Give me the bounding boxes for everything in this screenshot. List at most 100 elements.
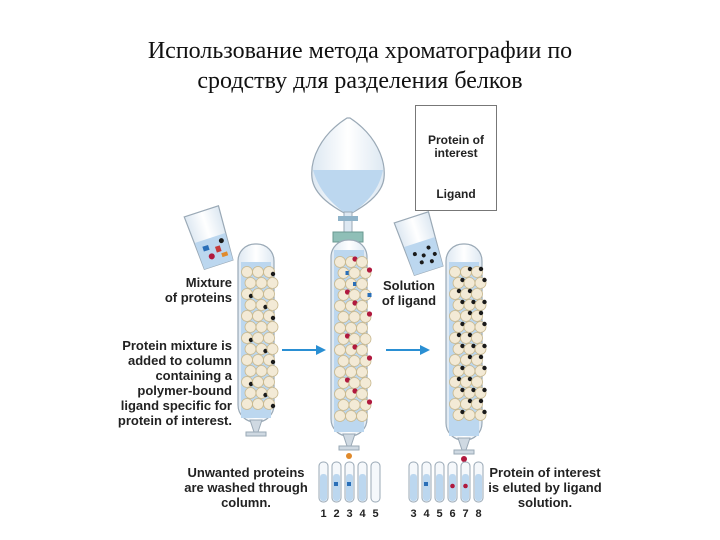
tube-liquid xyxy=(410,474,417,501)
mixture-beaker xyxy=(183,205,234,271)
bead xyxy=(356,410,368,422)
ligand-dot xyxy=(471,299,476,305)
bound-protein xyxy=(352,256,358,262)
bead xyxy=(252,398,264,410)
bead xyxy=(449,266,461,278)
legend-ligand-label: Ligand xyxy=(436,187,476,201)
fraction-number: 3 xyxy=(410,508,417,520)
bead xyxy=(348,289,361,301)
ligand-dot xyxy=(460,299,465,305)
ligand-dot xyxy=(456,288,462,294)
tube-protein xyxy=(450,483,455,489)
bead xyxy=(348,377,361,389)
bead xyxy=(263,288,275,300)
column-2-beads xyxy=(334,256,373,422)
title-line-1: Использование метода хроматографии по xyxy=(147,38,573,64)
ligand-dot xyxy=(478,354,484,360)
bead xyxy=(252,376,264,388)
fraction-number: 7 xyxy=(462,508,469,520)
fraction-number: 5 xyxy=(436,508,443,520)
fraction-number: 4 xyxy=(423,508,430,520)
bead xyxy=(266,277,279,289)
eluted-line-2: is eluted by ligand xyxy=(488,480,602,495)
tube-liquid xyxy=(346,474,353,501)
bead xyxy=(255,321,268,333)
ligand-dot xyxy=(482,277,487,283)
bead xyxy=(337,311,350,323)
bead xyxy=(334,410,346,422)
bead xyxy=(334,388,346,400)
tube-liquid xyxy=(320,474,327,501)
ligand-dot xyxy=(263,348,268,354)
bead xyxy=(255,277,268,289)
solution-label: Solution of ligand xyxy=(374,278,444,308)
ligand-dot xyxy=(478,398,484,404)
bead xyxy=(449,310,461,322)
tube-protein xyxy=(424,482,428,486)
ligand-dot xyxy=(270,315,276,321)
tube-protein xyxy=(347,482,351,486)
unwanted-label: Unwanted proteins are washed through col… xyxy=(176,465,316,510)
bead xyxy=(263,376,275,388)
separatory-funnel xyxy=(311,117,385,243)
unbound-protein xyxy=(353,282,357,286)
ligand-dot xyxy=(471,387,476,393)
bead xyxy=(252,310,264,322)
ligand-dot xyxy=(460,277,465,283)
tube-liquid xyxy=(423,474,430,501)
bead xyxy=(348,333,361,345)
bead xyxy=(356,344,368,356)
bead xyxy=(334,278,346,290)
tube-liquid xyxy=(436,474,443,501)
bead xyxy=(359,333,372,345)
bead xyxy=(241,398,253,410)
bead xyxy=(449,398,461,410)
ligand-dot xyxy=(248,381,254,387)
bead xyxy=(334,256,346,268)
ligand-dot xyxy=(482,409,487,415)
fraction-number: 1 xyxy=(320,508,327,520)
bound-protein xyxy=(352,388,358,394)
ligand-beaker xyxy=(393,211,444,277)
step-line-4: polymer-bound xyxy=(137,383,232,398)
eluted-line-1: Protein of interest xyxy=(489,465,601,480)
bead xyxy=(449,354,461,366)
bead xyxy=(356,256,368,268)
legend: Protein of interest Ligand xyxy=(415,105,497,211)
mixture-label-line-1: Mixture xyxy=(185,275,232,290)
bound-protein xyxy=(352,300,358,306)
bead xyxy=(463,365,476,377)
bead xyxy=(241,310,253,322)
ligand-dot xyxy=(460,343,465,349)
bead xyxy=(266,321,279,333)
bead xyxy=(334,366,346,378)
ligand-dot xyxy=(460,409,465,415)
step-line-1: Protein mixture is xyxy=(122,338,232,353)
ligand-dot xyxy=(467,266,473,272)
bead xyxy=(263,332,275,344)
bead xyxy=(244,299,257,311)
tube-liquid xyxy=(475,474,482,501)
bead xyxy=(252,332,264,344)
bead xyxy=(463,321,476,333)
bead xyxy=(252,354,264,366)
bead xyxy=(266,387,279,399)
bead xyxy=(356,388,368,400)
bead xyxy=(348,311,361,323)
column-1-beads xyxy=(241,266,279,410)
bead xyxy=(359,377,372,389)
bead xyxy=(266,365,279,377)
step-line-5: ligand specific for xyxy=(120,398,232,413)
tube-protein xyxy=(463,483,468,489)
bead xyxy=(471,288,483,300)
bead xyxy=(345,366,357,378)
ligand-dot xyxy=(270,271,276,277)
tube-protein xyxy=(334,482,338,486)
bead xyxy=(348,399,361,411)
bound-protein xyxy=(344,289,351,295)
bound-protein xyxy=(366,311,373,317)
bead xyxy=(471,332,483,344)
unbound-protein xyxy=(367,293,372,297)
bead xyxy=(244,343,257,355)
